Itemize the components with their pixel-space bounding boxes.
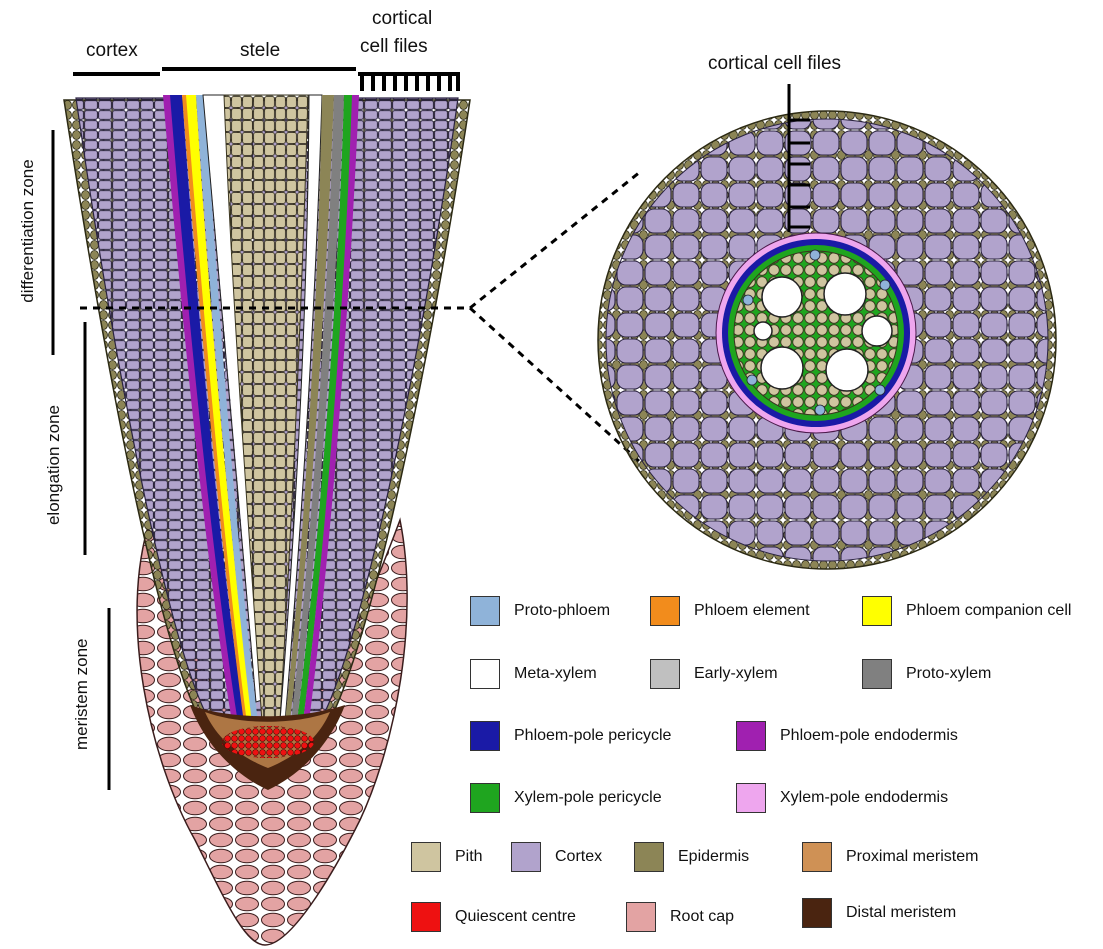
legend-swatch xyxy=(470,783,500,813)
legend-item-xylem-pole-endodermis: Xylem-pole endodermis xyxy=(736,783,948,813)
legend-swatch xyxy=(470,659,500,689)
legend-item-meta-xylem: Meta-xylem xyxy=(470,659,597,689)
legend-item-xylem-pole-pericycle: Xylem-pole pericycle xyxy=(470,783,662,813)
legend-label: Epidermis xyxy=(678,848,749,866)
legend-label: Phloem companion cell xyxy=(906,602,1071,620)
legend-swatch xyxy=(802,898,832,928)
legend-item-phloem-pole-endodermis: Phloem-pole endodermis xyxy=(736,721,958,751)
legend-item-proximal-meristem: Proximal meristem xyxy=(802,842,978,872)
legend-label: Phloem-pole pericycle xyxy=(514,727,671,745)
legend-item-root-cap: Root cap xyxy=(626,902,734,932)
label-meristem-zone: meristem zone xyxy=(72,640,92,750)
legend-swatch xyxy=(411,902,441,932)
legend-label: Cortex xyxy=(555,848,602,866)
legend-label: Quiescent centre xyxy=(455,908,576,926)
cortical-cell-files-comb xyxy=(358,72,460,91)
legend-label: Proximal meristem xyxy=(846,848,978,866)
legend-label: Pith xyxy=(455,848,483,866)
legend-swatch xyxy=(802,842,832,872)
label-cortical-line1: cortical xyxy=(372,8,432,30)
legend-item-proto-phloem: Proto-phloem xyxy=(470,596,610,626)
legend-swatch xyxy=(511,842,541,872)
legend-swatch xyxy=(626,902,656,932)
label-elongation-zone: elongation zone xyxy=(44,400,64,530)
legend-label: Xylem-pole endodermis xyxy=(780,789,948,807)
label-differentiation-zone: differentiation zone xyxy=(18,151,38,311)
label-stele: stele xyxy=(240,40,280,62)
legend-item-early-xylem: Early-xylem xyxy=(650,659,778,689)
legend-label: Early-xylem xyxy=(694,665,778,683)
quiescent-centre-shape xyxy=(222,726,314,758)
legend-swatch xyxy=(411,842,441,872)
legend-item-cortex: Cortex xyxy=(511,842,602,872)
legend-item-phloem-pole-pericycle: Phloem-pole pericycle xyxy=(470,721,671,751)
label-xs-cortical-cell-files: cortical cell files xyxy=(708,53,841,75)
legend-label: Distal meristem xyxy=(846,904,956,922)
legend-label: Phloem-pole endodermis xyxy=(780,727,958,745)
legend-item-epidermis: Epidermis xyxy=(634,842,749,872)
legend-swatch xyxy=(650,659,680,689)
legend-label: Proto-xylem xyxy=(906,665,991,683)
legend-label: Root cap xyxy=(670,908,734,926)
legend-item-distal-meristem: Distal meristem xyxy=(802,898,956,928)
label-cortical-line2: cell files xyxy=(360,36,428,58)
legend-swatch xyxy=(862,659,892,689)
legend-swatch xyxy=(470,596,500,626)
legend-label: Meta-xylem xyxy=(514,665,597,683)
label-cortex: cortex xyxy=(86,40,138,62)
legend-swatch xyxy=(470,721,500,751)
legend-item-quiescent-centre: Quiescent centre xyxy=(411,902,576,932)
legend-item-phloem-companion-cell: Phloem companion cell xyxy=(862,596,1071,626)
legend-swatch xyxy=(736,783,766,813)
legend-swatch xyxy=(862,596,892,626)
legend-swatch xyxy=(634,842,664,872)
legend-label: Xylem-pole pericycle xyxy=(514,789,662,807)
legend-item-proto-xylem: Proto-xylem xyxy=(862,659,991,689)
legend-item-phloem-element: Phloem element xyxy=(650,596,810,626)
legend-label: Phloem element xyxy=(694,602,810,620)
legend-item-pith: Pith xyxy=(411,842,483,872)
legend-swatch xyxy=(650,596,680,626)
legend-label: Proto-phloem xyxy=(514,602,610,620)
legend-swatch xyxy=(736,721,766,751)
